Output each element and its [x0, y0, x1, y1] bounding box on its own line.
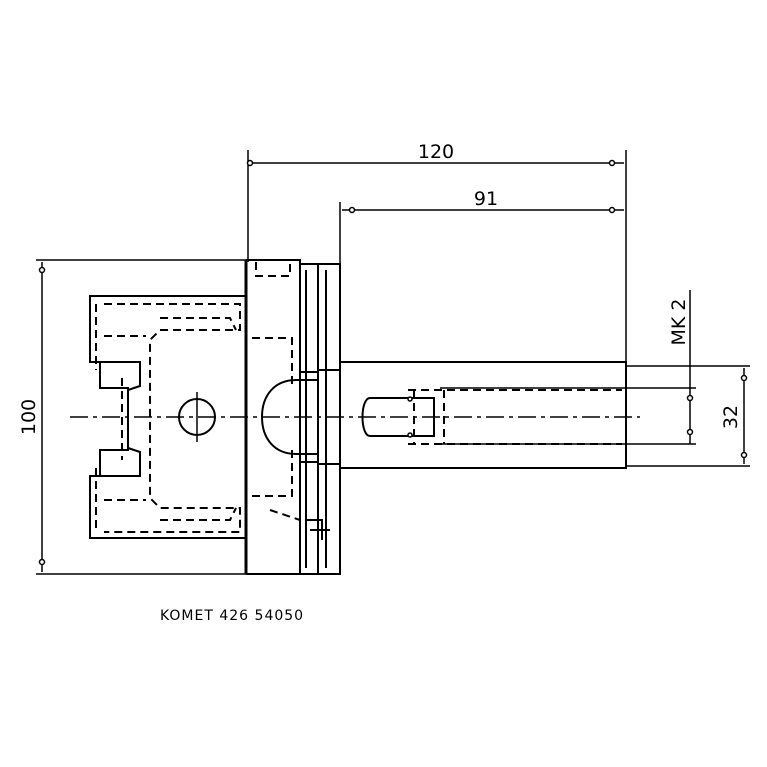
- left-body: [89, 295, 246, 539]
- dimension-label-91: 91: [474, 188, 498, 210]
- flange: [244, 259, 318, 575]
- part-number-caption: KOMET 426 54050: [160, 608, 304, 624]
- dimension-taper: MK 2: [440, 290, 696, 445]
- shank: [340, 361, 627, 469]
- dimension-label-32: 32: [720, 405, 742, 429]
- dimension-label-mk2: MK 2: [668, 299, 690, 346]
- dimension-bore-diameter: 32: [626, 365, 750, 467]
- dimension-overall-length: 120: [246, 141, 627, 468]
- dimension-label-100: 100: [18, 399, 40, 435]
- groove-ring: [300, 263, 341, 575]
- dimension-label-120: 120: [418, 141, 454, 163]
- dimension-flange-diameter: 100: [18, 259, 246, 575]
- dimension-shank-length: 91: [339, 188, 624, 362]
